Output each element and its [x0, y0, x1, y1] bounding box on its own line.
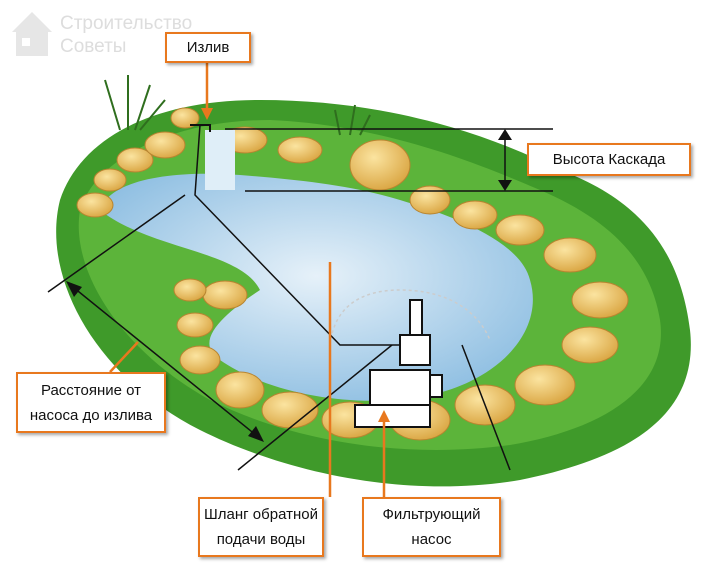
- plants: [104, 75, 371, 136]
- label-distance-line1: Расстояние от: [40, 381, 142, 399]
- label-spout: Излив: [165, 32, 251, 63]
- label-pump-line1: Фильтрующий: [382, 506, 481, 523]
- fountain-spray: [329, 289, 491, 346]
- return-hose: [194, 124, 400, 346]
- label-spout-text: Излив: [186, 39, 230, 56]
- label-pump-line2: насос: [411, 531, 452, 548]
- watermark-line2: Советы: [60, 36, 127, 57]
- house-logo-icon: [12, 12, 52, 56]
- label-cascade-height-text: Высота Каскада: [552, 151, 666, 168]
- label-hose-line1: Шланг обратной: [204, 506, 318, 523]
- label-hose-line2: подачи воды: [216, 531, 306, 548]
- distance-dimension: [47, 194, 511, 471]
- cascade-height-dimension: [225, 128, 553, 192]
- watermark: Строительство Советы: [60, 12, 192, 58]
- label-distance: Расстояние от насоса до излива: [16, 372, 166, 433]
- watermark-line1: Строительство: [60, 13, 193, 34]
- label-filter-pump: Фильтрующий насос: [362, 497, 501, 557]
- leader-lines: [109, 62, 386, 497]
- pump-icon: [354, 299, 443, 428]
- waterfall: [205, 130, 235, 190]
- label-distance-line2: насоса до излива: [29, 406, 153, 424]
- label-return-hose: Шланг обратной подачи воды: [198, 497, 324, 557]
- label-cascade-height: Высота Каскада: [527, 143, 691, 176]
